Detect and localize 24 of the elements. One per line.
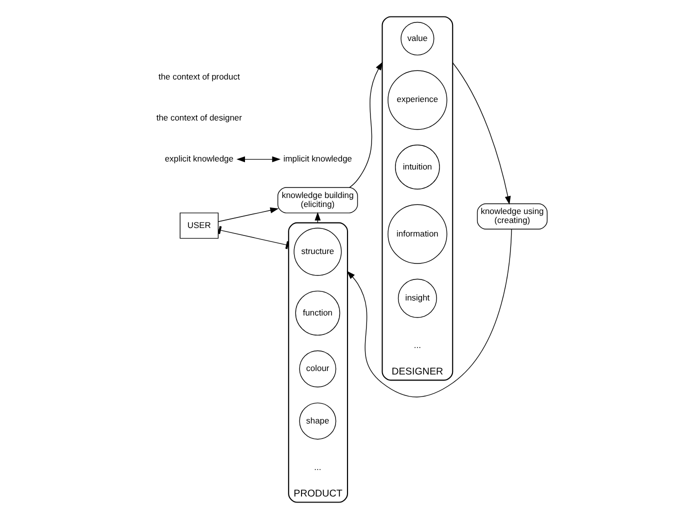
node-circle: value [400,22,434,56]
label: the context of designer [156,112,242,123]
arrow [452,62,511,205]
node-circle: shape [299,402,336,440]
node-circle: insight [398,278,437,318]
node-circle: colour [299,350,336,388]
label: the context of product [158,72,240,82]
node-box: knowledge using (creating) [476,203,548,230]
node-text: implicit knowledge [283,153,352,164]
node-circle: experience [388,70,448,130]
node-box: knowledge building (eliciting) [277,187,358,214]
node-circle: structure [294,228,342,276]
node-circle: intuition [395,144,440,190]
node-text: explicit knowledge [164,153,234,164]
arrow [236,156,281,162]
arrow [349,62,383,188]
node-circle: information [388,204,448,264]
label: ... [314,462,322,472]
node-box: USER [180,212,219,239]
arrow [218,207,279,222]
connector [218,226,290,250]
node-circle: function [295,290,340,336]
arrow [346,228,512,398]
label: ... [414,340,421,350]
